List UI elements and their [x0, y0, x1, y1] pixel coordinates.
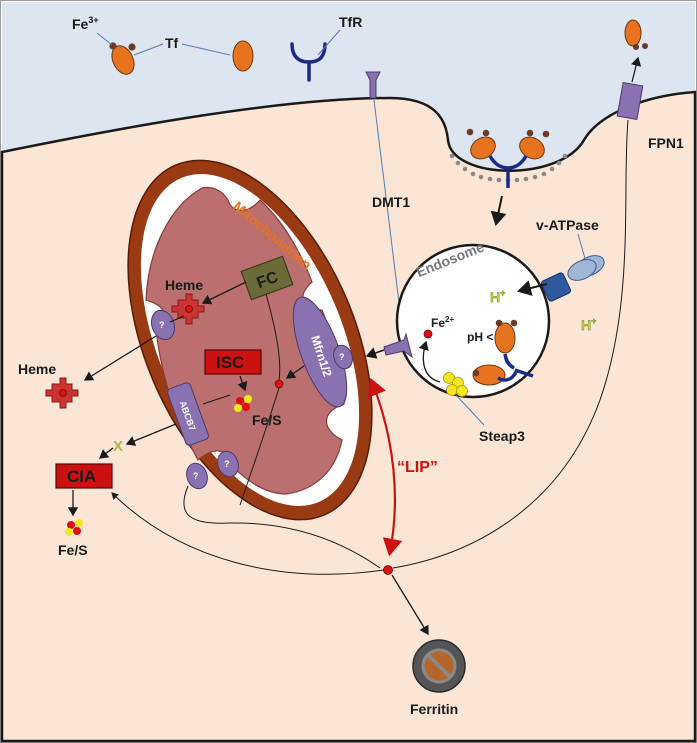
- fpn1-label: FPN1: [648, 135, 684, 151]
- tfr-label: TfR: [339, 14, 362, 30]
- holo-transferrin: [109, 42, 136, 75]
- isc-box: [204, 349, 262, 375]
- fes-cyto-label: Fe/S: [58, 542, 88, 558]
- v-atpase-pump: [540, 255, 605, 302]
- x-mark: X: [113, 438, 123, 455]
- iron-importer-label: ?: [339, 352, 345, 362]
- fes-cluster-cytosol: [65, 519, 83, 536]
- mito-iron: [274, 379, 284, 389]
- lip-label: “LIP”: [397, 459, 438, 476]
- h-plus-inside: H+: [490, 288, 505, 305]
- heme-exporter-label: ?: [159, 320, 165, 330]
- cia-box: [55, 463, 113, 489]
- ferroportin: [616, 81, 644, 121]
- mitochondrion: [127, 159, 373, 521]
- h-plus-outside: H+: [581, 316, 596, 333]
- exported-transferrin: [624, 19, 648, 50]
- endosome-tf-complex: [472, 319, 534, 386]
- heme-inside-label: Heme: [165, 277, 203, 293]
- ferritin-label: Ferritin: [410, 701, 458, 717]
- iron-importer: [333, 344, 353, 370]
- pit-receptor-complex: [466, 128, 550, 188]
- transporter-bottom-left: [186, 462, 208, 490]
- cia-label: CIA: [67, 467, 96, 486]
- abcb7: [167, 382, 209, 446]
- heme-outside-label: Heme: [18, 361, 56, 377]
- fe3-label: Fe3+: [72, 15, 99, 32]
- transporter-bottom-right-label: ?: [224, 459, 230, 469]
- transporter-bottom-left-label: ?: [193, 471, 199, 481]
- fe2-ion: [423, 329, 433, 339]
- transferrin-receptor: [290, 42, 327, 82]
- heme-exporter: [150, 309, 176, 341]
- fes-mito-label: Fe/S: [252, 412, 282, 428]
- transporter-bottom-right: [217, 450, 239, 478]
- isc-label: ISC: [216, 353, 244, 372]
- fes-cluster-mito: [234, 395, 252, 412]
- endosome: [395, 243, 551, 399]
- lip-iron: [383, 565, 393, 575]
- steap3-label: Steap3: [479, 428, 525, 444]
- v-atpase-label: v-ATPase: [536, 217, 599, 233]
- heme-inside-icon: [171, 293, 205, 325]
- dmt1-label: DMT1: [372, 194, 410, 210]
- fc-box: [240, 255, 294, 301]
- fc-label: FC: [255, 269, 281, 292]
- fe2-label: Fe2+: [431, 315, 454, 330]
- dmt1-endosome: [383, 332, 413, 359]
- steap3-protein: [443, 372, 468, 397]
- mitoferrin: [292, 296, 348, 408]
- dmt1-surface: [365, 71, 381, 99]
- heme-outside-icon: [45, 377, 79, 409]
- apo-transferrin: [232, 40, 254, 72]
- ferritin-icon: [412, 639, 466, 693]
- tf-label: Tf: [165, 35, 179, 51]
